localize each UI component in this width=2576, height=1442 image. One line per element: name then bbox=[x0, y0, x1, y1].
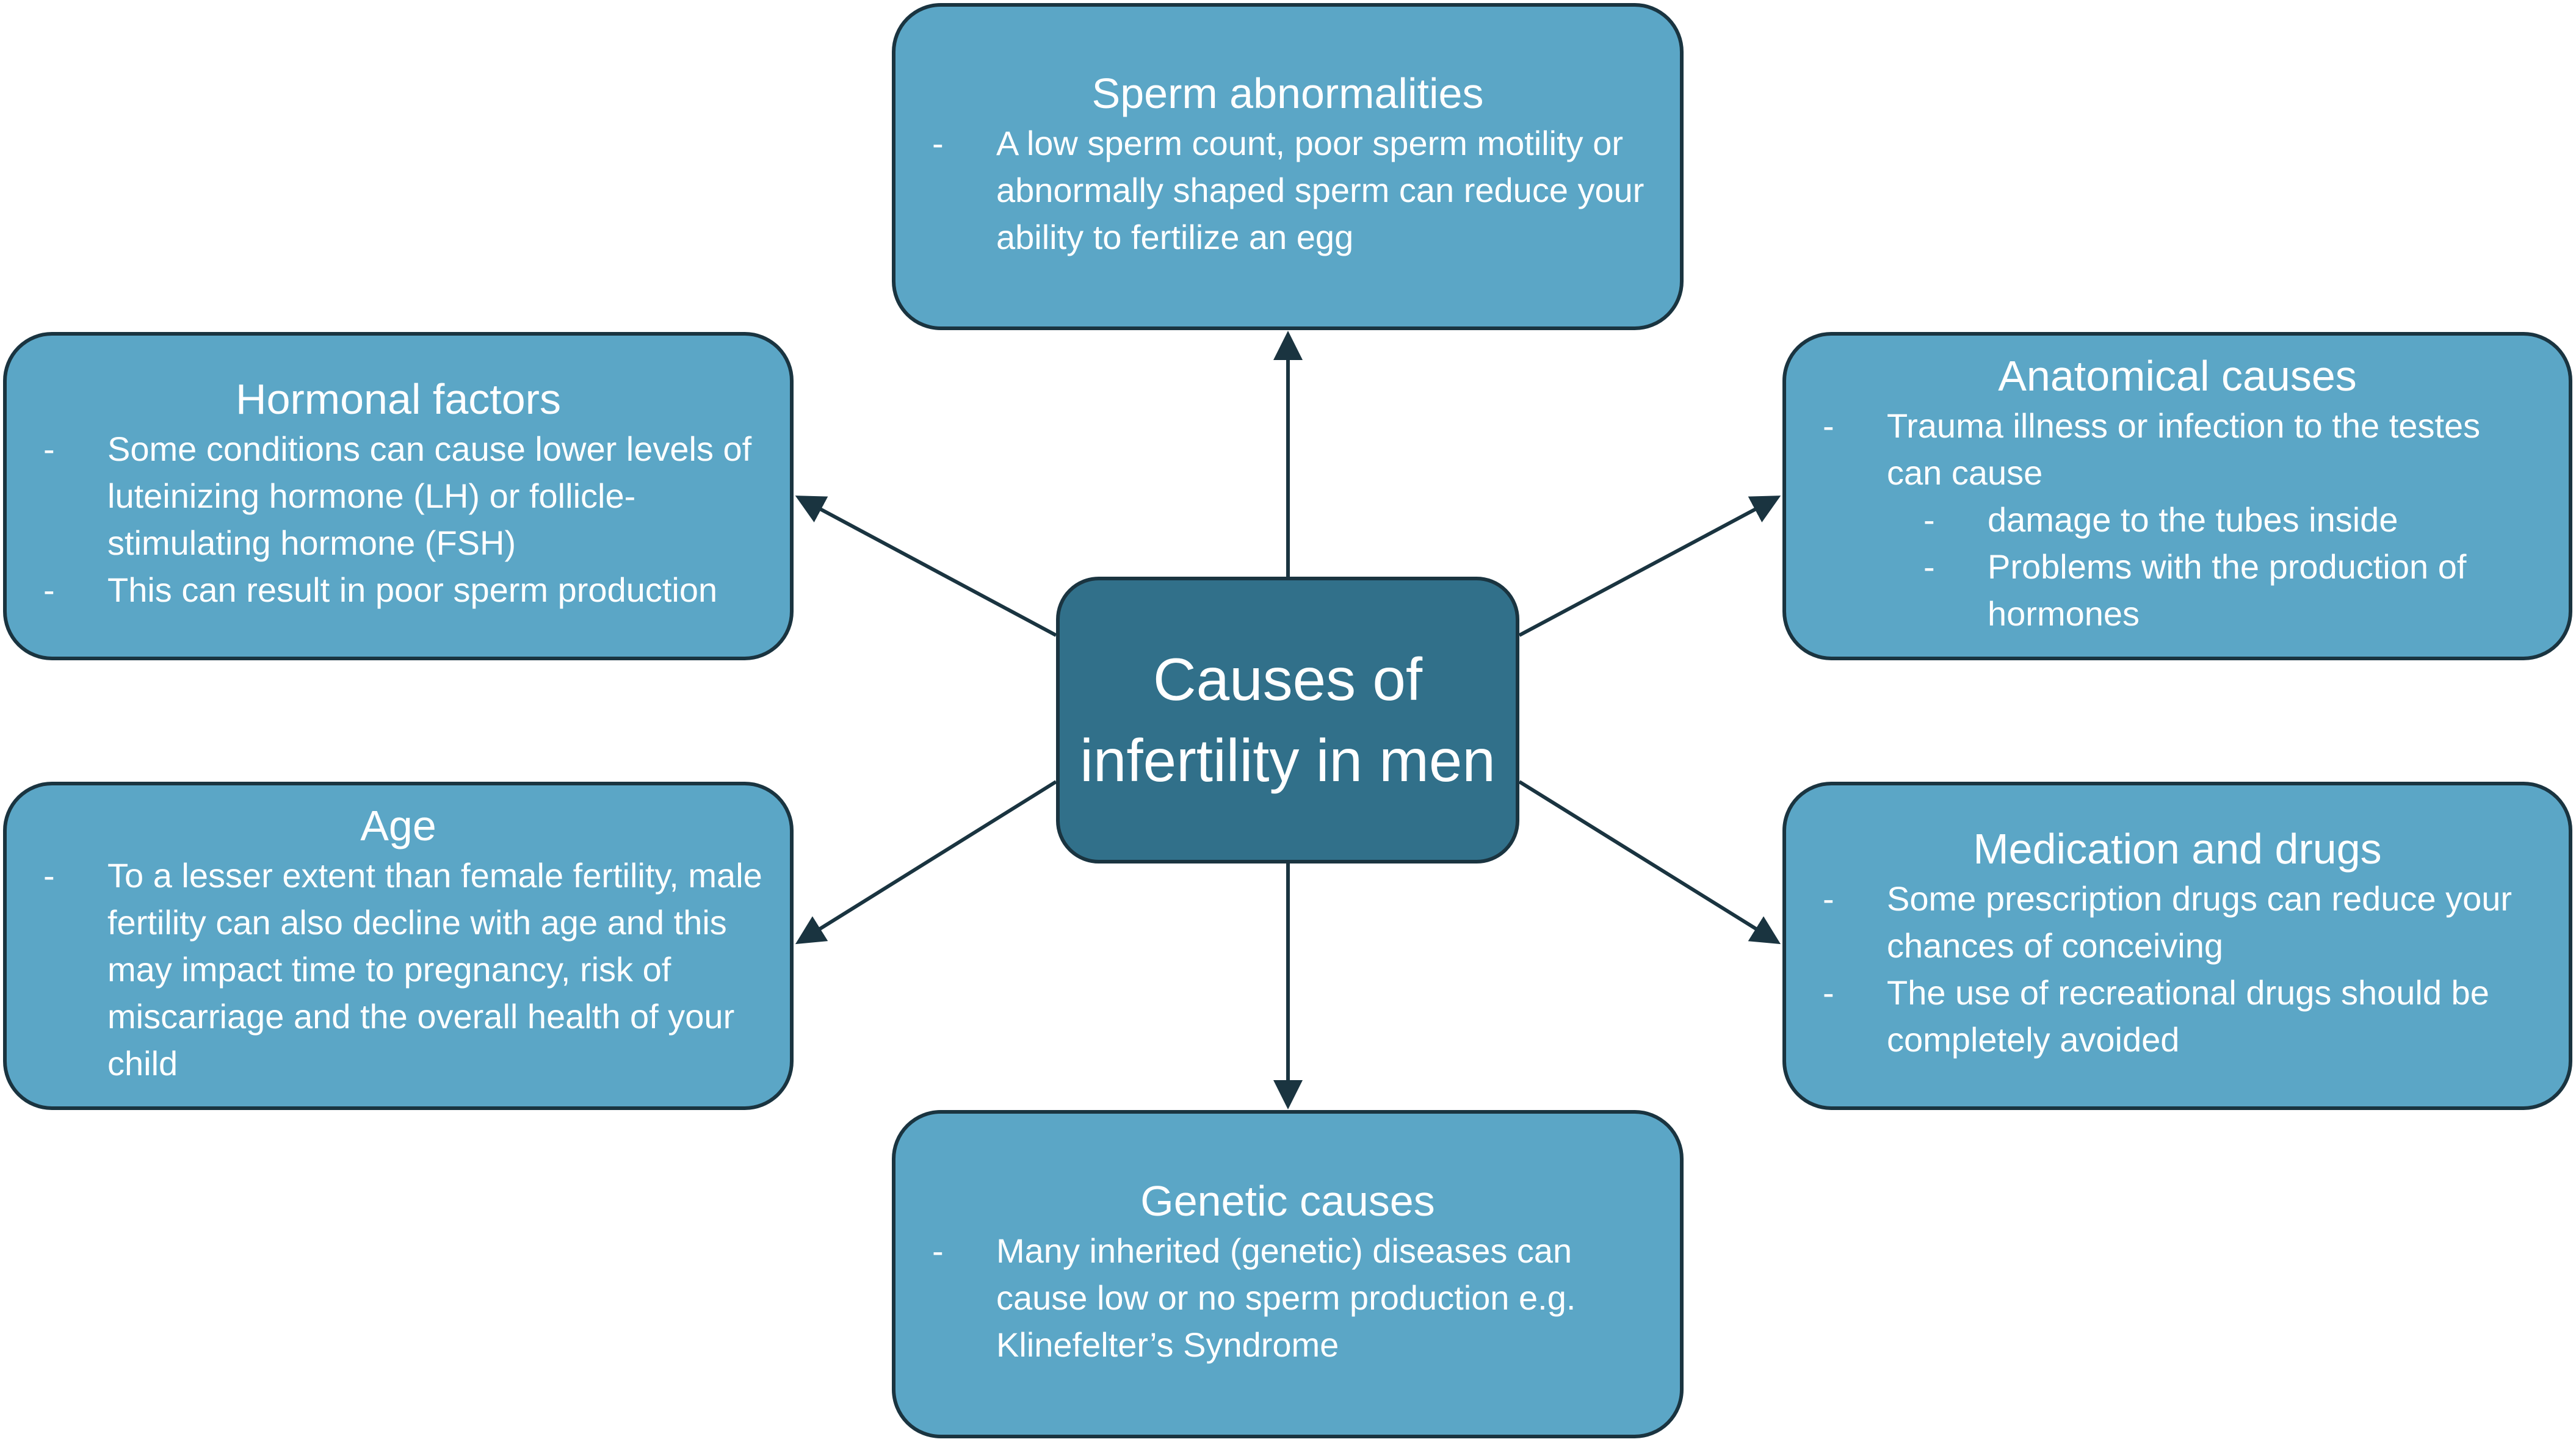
box-genetic-causes: Genetic causes Many inherited (genetic) … bbox=[892, 1110, 1684, 1438]
sub-bullet-item: Problems with the production of hormones bbox=[1811, 543, 2544, 637]
central-topic: Causes of infertility in men bbox=[1056, 577, 1519, 863]
box-sperm-abnormalities: Sperm abnormalities A low sperm count, p… bbox=[892, 3, 1684, 330]
box-title: Sperm abnormalities bbox=[1091, 69, 1484, 117]
arrow-to-hormonal bbox=[795, 496, 1057, 637]
arrow-to-age bbox=[795, 780, 1057, 945]
bullet-item: Some prescription drugs can reduce your … bbox=[1811, 875, 2544, 969]
arrow-to-anatomical bbox=[1518, 496, 1781, 637]
box-title: Medication and drugs bbox=[1973, 825, 2382, 873]
bullet-item: The use of recreational drugs should be … bbox=[1811, 969, 2544, 1063]
box-age: Age To a lesser extent than female ferti… bbox=[3, 782, 794, 1110]
box-anatomical-causes: Anatomical causes Trauma illness or infe… bbox=[1782, 332, 2572, 660]
central-title: Causes of infertility in men bbox=[1080, 646, 1496, 794]
bullet-item: A low sperm count, poor sperm motility o… bbox=[920, 120, 1655, 261]
box-hormonal-factors: Hormonal factors Some conditions can cau… bbox=[3, 332, 794, 660]
bullet-item: To a lesser extent than female fertility… bbox=[31, 852, 765, 1087]
box-title: Age bbox=[360, 801, 436, 849]
box-medication-and-drugs: Medication and drugs Some prescription d… bbox=[1782, 782, 2572, 1110]
bullet-item: Some conditions can cause lower levels o… bbox=[31, 425, 765, 566]
box-title: Genetic causes bbox=[1140, 1177, 1435, 1225]
sub-bullet-item: damage to the tubes inside bbox=[1811, 496, 2544, 543]
bullet-item: This can result in poor sperm production bbox=[31, 566, 765, 613]
bullet-item: Many inherited (genetic) diseases can ca… bbox=[920, 1227, 1655, 1368]
box-title: Hormonal factors bbox=[236, 375, 561, 423]
arrow-to-medication bbox=[1518, 780, 1781, 945]
box-title: Anatomical causes bbox=[1998, 351, 2357, 400]
bullet-item: Trauma illness or infection to the teste… bbox=[1811, 402, 2544, 496]
